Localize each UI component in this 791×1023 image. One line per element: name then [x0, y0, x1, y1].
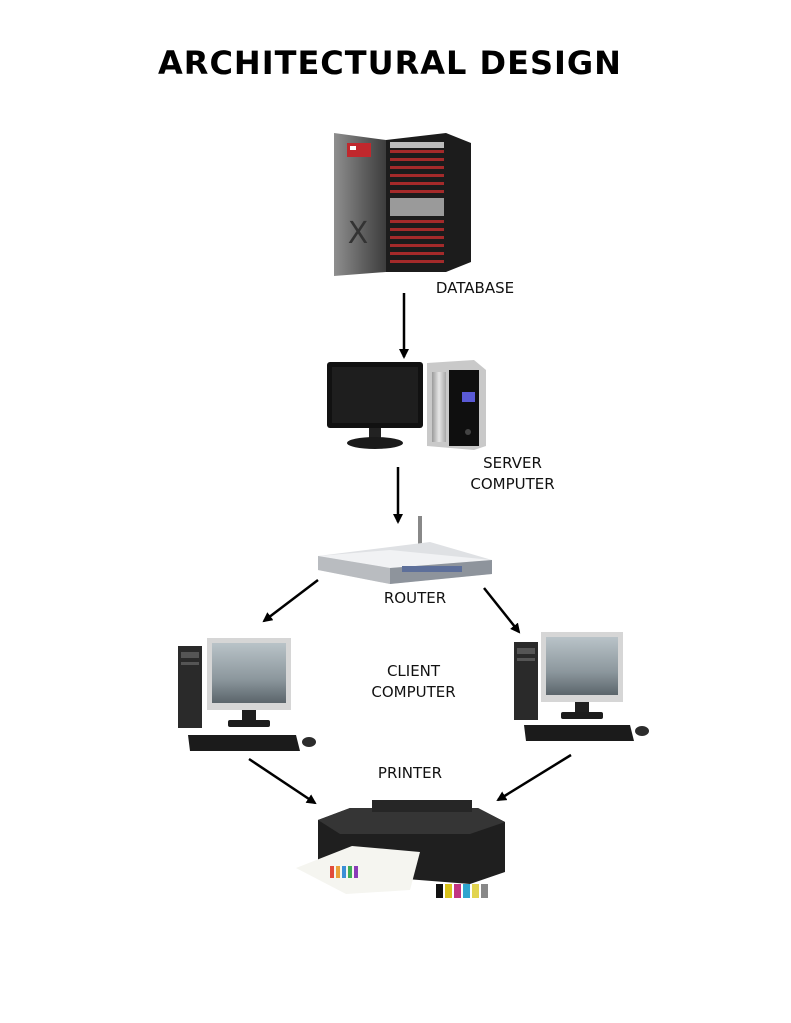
page-title: ARCHITECTURAL DESIGN: [158, 44, 622, 82]
svg-text:X: X: [348, 216, 369, 251]
server-label-line1: SERVER: [483, 454, 542, 472]
client-label-line1: CLIENT: [386, 662, 441, 680]
router-icon: [318, 516, 492, 584]
arrow-router-to-client-left: [262, 579, 319, 623]
client-computer-icon: [514, 632, 649, 741]
server-rack-icon: X: [334, 133, 471, 276]
client-computer-icon: [178, 638, 316, 751]
arrow-client-left-to-printer: [248, 757, 317, 805]
printer-icon: [296, 800, 505, 898]
arrow-client-right-to-printer: [496, 753, 572, 802]
server-computer-label: SERVER COMPUTER: [455, 453, 570, 495]
arrow-router-to-client-right: [483, 587, 521, 634]
client-label-line2: COMPUTER: [371, 683, 456, 701]
client-computer-label: CLIENT COMPUTER: [356, 661, 471, 703]
printer-label: PRINTER: [377, 764, 443, 782]
router-label: ROUTER: [383, 589, 447, 607]
database-label: DATABASE: [435, 279, 515, 297]
desktop-computer-icon: [327, 360, 486, 450]
server-label-line2: COMPUTER: [470, 475, 555, 493]
